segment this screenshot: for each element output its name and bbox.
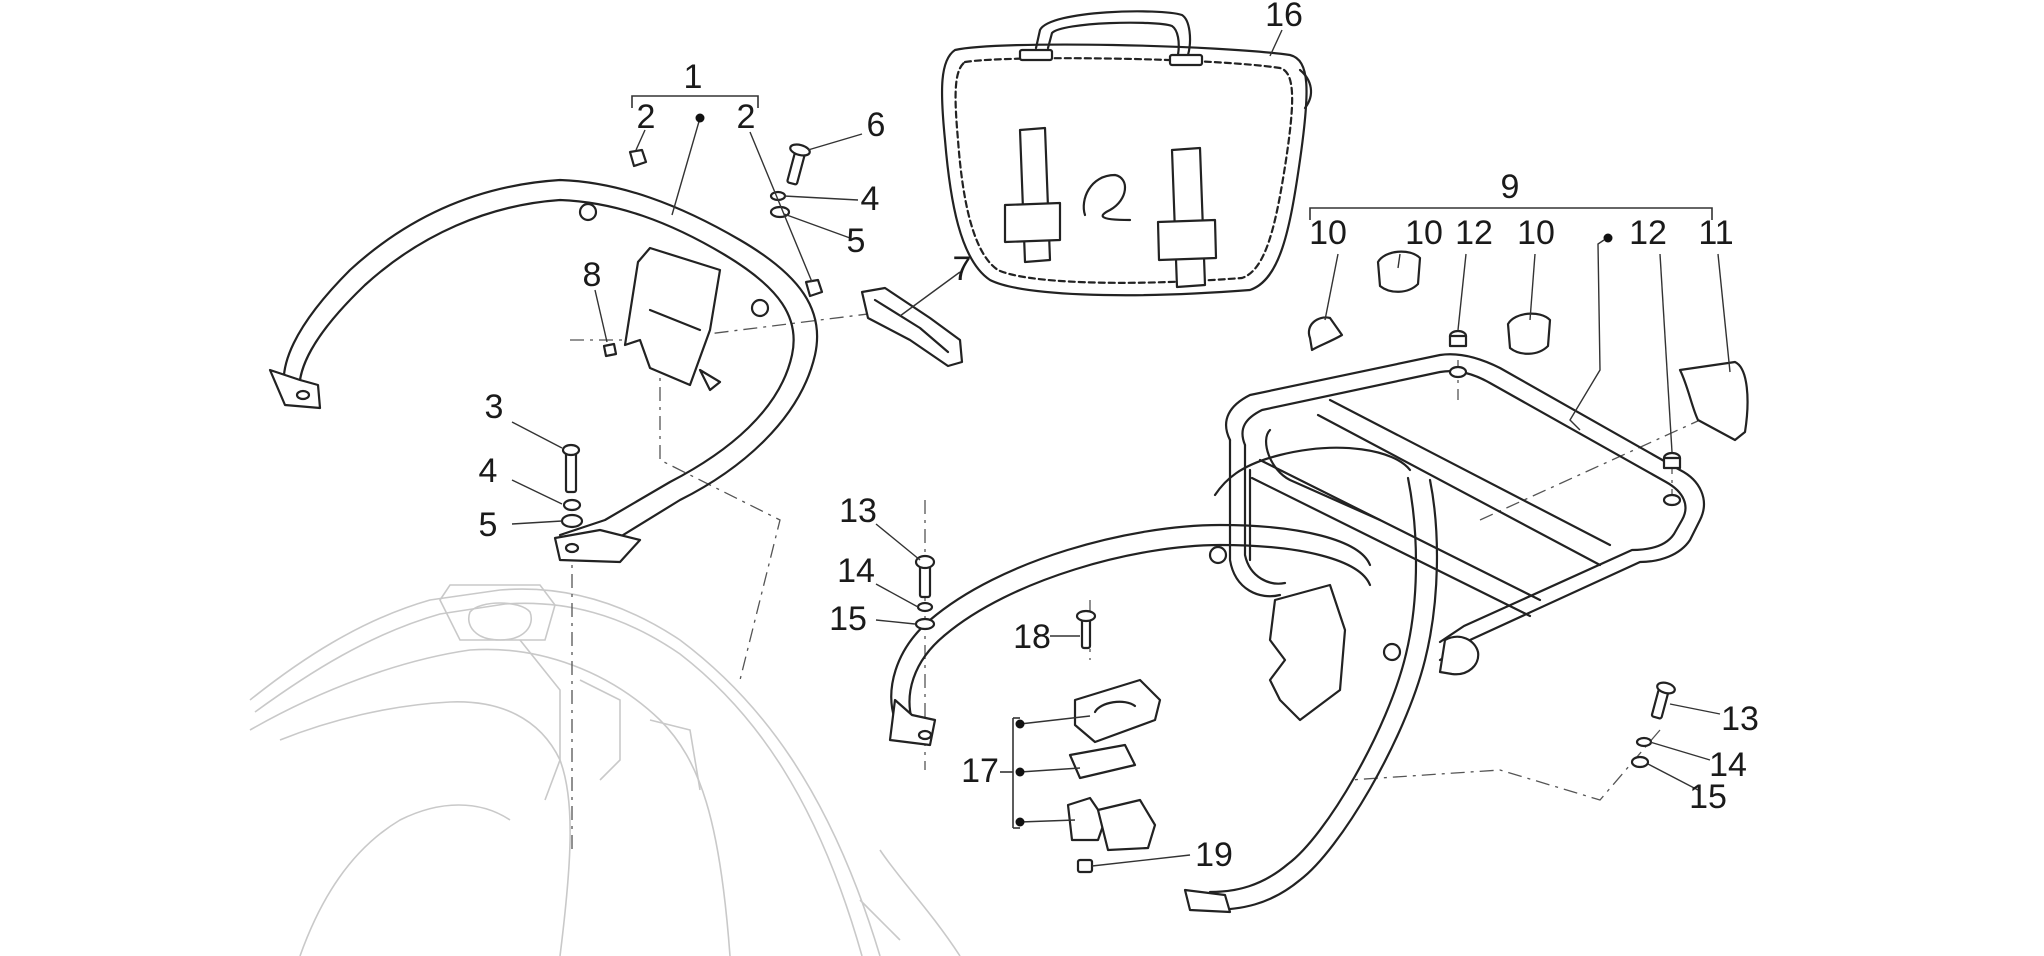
callout-15: 15 (829, 600, 867, 638)
callout-12: 12 (1455, 214, 1493, 252)
callout-5: 5 (479, 506, 498, 544)
callout-5: 5 (847, 222, 866, 260)
callout-15: 15 (1689, 778, 1727, 816)
rail-cover (860, 286, 964, 368)
callout-7: 7 (953, 250, 972, 288)
rack-covers (1307, 250, 1749, 507)
leader-lines (511, 29, 1731, 867)
callout-10: 10 (1309, 214, 1347, 252)
callout-3: 3 (485, 388, 504, 426)
callout-2: 2 (737, 98, 756, 136)
callout-14: 14 (837, 552, 875, 590)
callout-2: 2 (637, 98, 656, 136)
callout-6: 6 (867, 106, 886, 144)
rail-fasteners (560, 143, 824, 529)
saddle-bag (940, 10, 1313, 297)
marker-dots (695, 113, 1613, 827)
callout-4: 4 (861, 180, 880, 218)
callout-14: 14 (1709, 746, 1747, 784)
callout-13: 13 (839, 492, 877, 530)
luggage-rack (888, 353, 1705, 914)
callout-16: 16 (1265, 0, 1303, 34)
callout-9: 9 (1501, 168, 1520, 206)
callout-10: 10 (1517, 214, 1555, 252)
callout-17: 17 (961, 752, 999, 790)
callout-labels: 1 2 2 3 4 4 5 5 6 7 8 9 10 10 10 11 12 1… (479, 0, 1759, 874)
callout-11: 11 (1698, 214, 1733, 252)
scooter-body-ghost (249, 584, 961, 956)
callout-18: 18 (1013, 618, 1051, 656)
callout-10: 10 (1405, 214, 1443, 252)
callout-12: 12 (1629, 214, 1667, 252)
callout-8: 8 (583, 256, 602, 294)
callout-19: 19 (1195, 836, 1233, 874)
rear-grab-rail (268, 178, 819, 564)
callout-1: 1 (684, 58, 703, 96)
group-brackets (631, 95, 1713, 829)
bracket-assembly (914, 554, 1676, 874)
callout-13: 13 (1721, 700, 1759, 738)
assembly-axes (570, 300, 1701, 850)
callout-4: 4 (479, 452, 498, 490)
